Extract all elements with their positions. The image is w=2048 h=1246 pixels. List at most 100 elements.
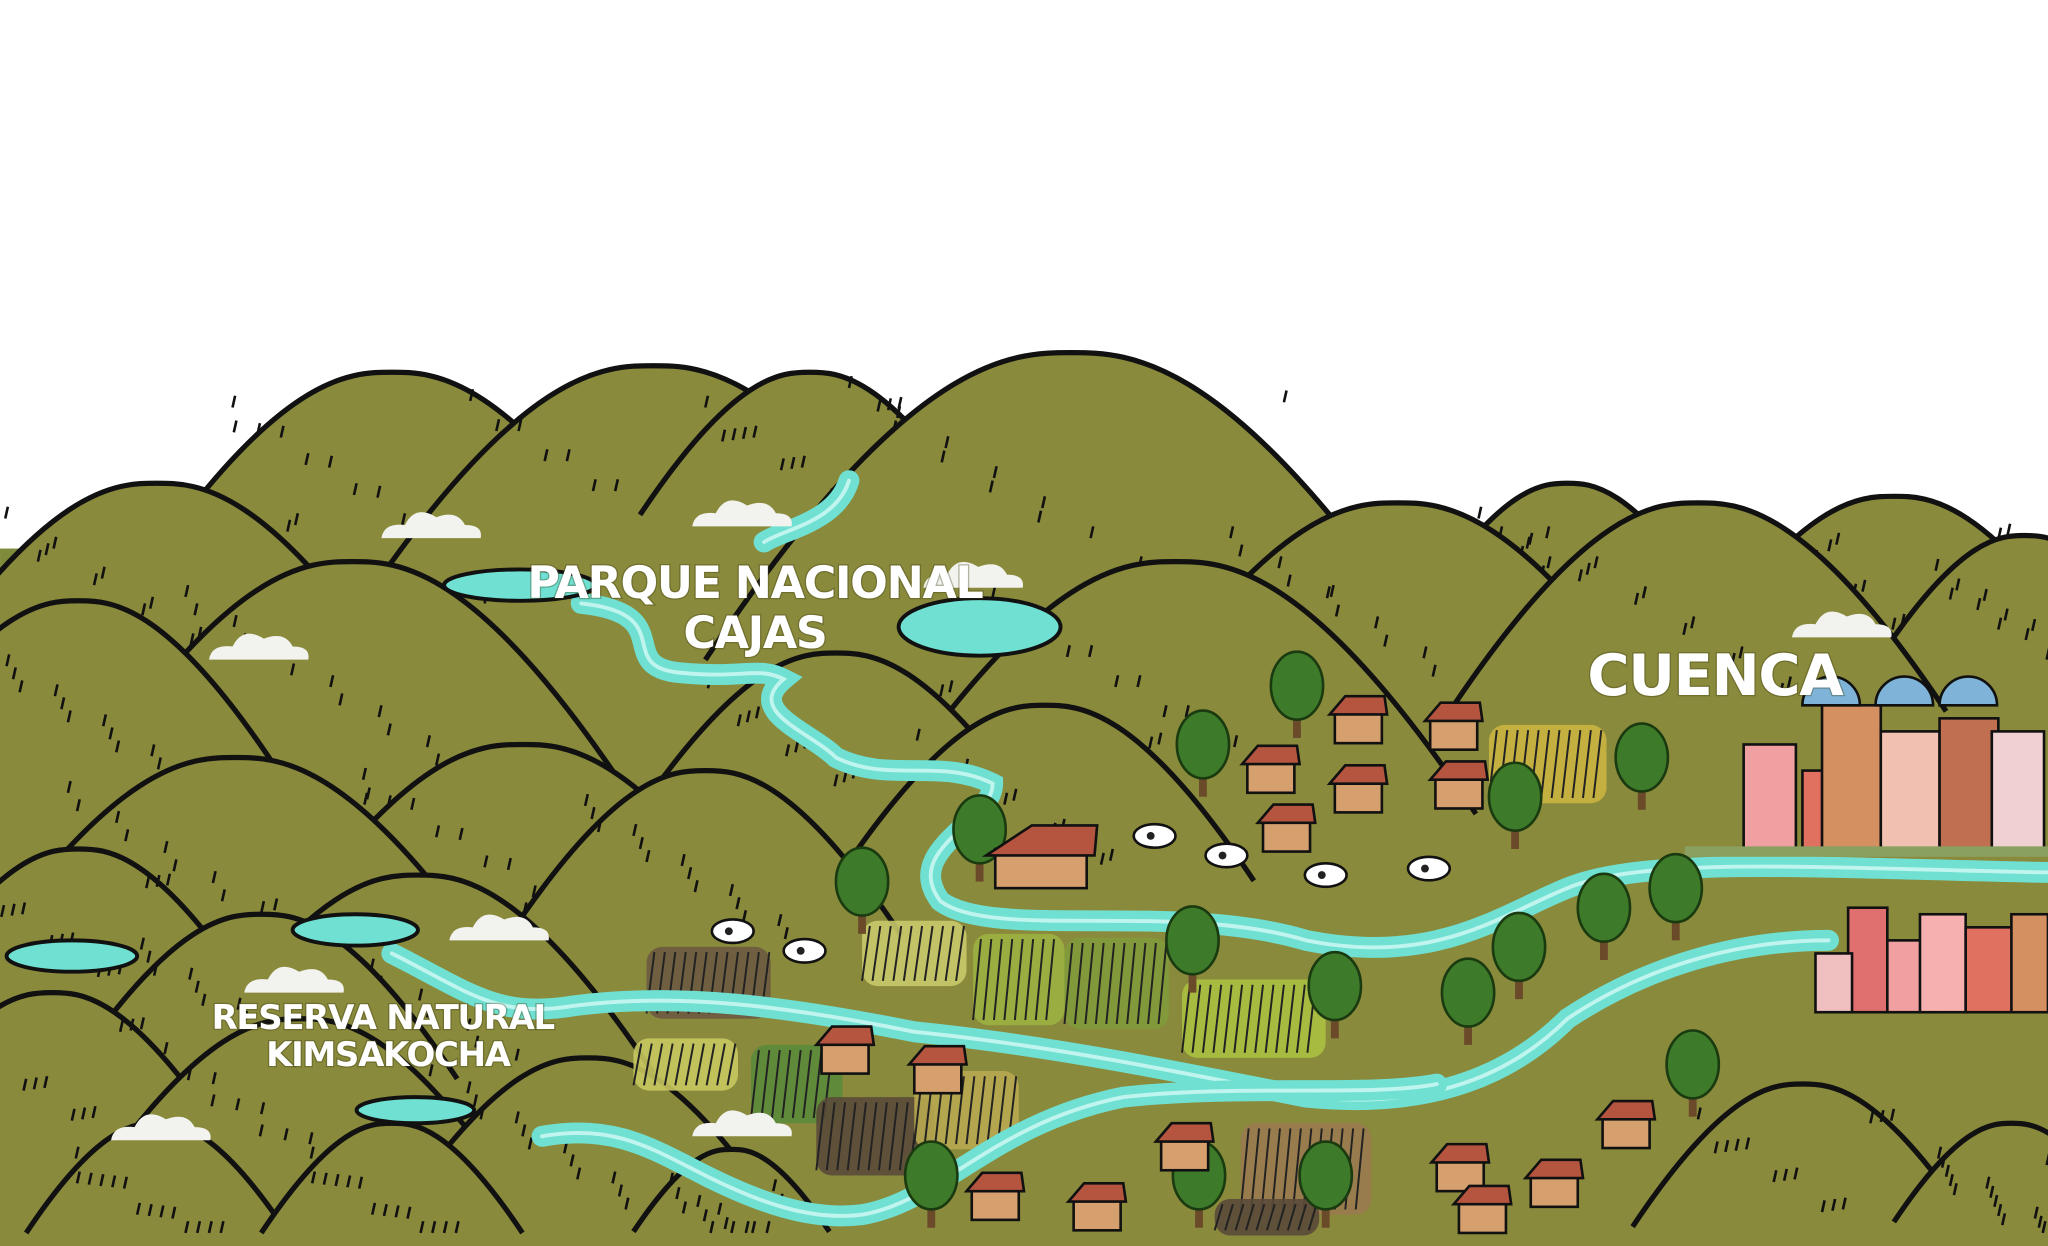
tree bbox=[834, 846, 890, 934]
cloud bbox=[923, 561, 1024, 588]
city-riverbank bbox=[1684, 846, 2048, 857]
field-furrows bbox=[1181, 984, 1317, 1053]
tree-crown bbox=[1440, 957, 1496, 1028]
house bbox=[1594, 1099, 1657, 1150]
house-roof bbox=[1594, 1099, 1657, 1121]
city-building bbox=[1990, 730, 2046, 851]
mountain-ridge bbox=[0, 480, 408, 694]
house bbox=[963, 1171, 1026, 1222]
cloud bbox=[692, 500, 792, 527]
field-patch bbox=[1182, 979, 1326, 1058]
house-roof bbox=[1326, 764, 1389, 785]
city-building bbox=[1918, 912, 1967, 1014]
city-building bbox=[1846, 906, 1889, 1014]
barn bbox=[981, 824, 1099, 890]
cloud bbox=[1791, 611, 1892, 638]
mountain-ridge bbox=[389, 1055, 786, 1224]
house bbox=[1065, 1182, 1128, 1232]
tree-crown bbox=[952, 794, 1008, 865]
mountain-ridge bbox=[0, 598, 277, 767]
tree bbox=[1665, 1029, 1721, 1117]
field bbox=[1213, 1198, 1320, 1236]
city-building bbox=[1938, 717, 2000, 851]
mountains bbox=[0, 350, 2048, 1246]
field bbox=[1181, 979, 1326, 1058]
city-building bbox=[1814, 952, 1854, 1014]
city-building bbox=[2010, 912, 2048, 1014]
mountain-hatching bbox=[3, 506, 300, 676]
house bbox=[1450, 1184, 1513, 1235]
tree-crown bbox=[1487, 761, 1543, 832]
cathedral-dome bbox=[1938, 675, 1999, 707]
house-wall bbox=[1529, 1174, 1580, 1209]
field-patch bbox=[633, 1038, 738, 1091]
map-features bbox=[111, 500, 1892, 1235]
mountain-ridge bbox=[507, 767, 904, 937]
cow bbox=[1132, 822, 1177, 849]
house-wall bbox=[912, 1060, 963, 1095]
field bbox=[972, 933, 1065, 1026]
house-wall bbox=[1333, 779, 1384, 814]
label-kimsakocha-line2: KIMSAKOCHA bbox=[266, 1035, 512, 1075]
tree-crown bbox=[1491, 911, 1547, 983]
cow-spot bbox=[724, 927, 733, 936]
mountain-ridge bbox=[1447, 500, 1949, 713]
cloud bbox=[209, 633, 309, 660]
field-furrows bbox=[632, 1043, 737, 1086]
mountain-ridge bbox=[624, 650, 1048, 831]
field bbox=[1063, 937, 1169, 1030]
house bbox=[1422, 701, 1484, 751]
field-furrows bbox=[1063, 942, 1168, 1025]
mountain-hatching bbox=[1696, 1107, 1896, 1213]
tree bbox=[1614, 722, 1670, 810]
tree-crown bbox=[1648, 852, 1704, 924]
house-roof bbox=[906, 1044, 969, 1066]
city-building bbox=[1742, 743, 1798, 851]
mountain-hatching bbox=[5, 654, 162, 770]
tree bbox=[1491, 911, 1547, 1000]
field-furrows bbox=[750, 1049, 833, 1119]
cow bbox=[782, 937, 827, 964]
label-cuenca: CUENCA bbox=[1587, 642, 1844, 709]
tree-crown bbox=[1165, 905, 1220, 976]
field-furrows bbox=[645, 952, 771, 1014]
house-wall bbox=[1434, 775, 1484, 810]
tree-crown bbox=[903, 1140, 959, 1211]
cow-spot bbox=[1317, 871, 1326, 879]
tree bbox=[903, 1140, 959, 1228]
house-roof bbox=[1153, 1121, 1215, 1143]
mountain-hatching bbox=[1545, 526, 1841, 696]
tree bbox=[952, 794, 1008, 882]
mountain-ridge bbox=[1891, 1120, 2048, 1224]
cathedral-dome bbox=[1874, 675, 1935, 707]
cow-spot bbox=[1218, 851, 1227, 860]
lake bbox=[4, 938, 140, 974]
tree bbox=[1269, 650, 1325, 738]
label-kimsakocha-line1: RESERVA NATURAL bbox=[212, 998, 555, 1038]
house-roof bbox=[1427, 760, 1490, 782]
cow bbox=[710, 918, 755, 945]
house-roof bbox=[963, 1171, 1026, 1193]
field bbox=[861, 920, 967, 987]
house-roof bbox=[1254, 803, 1317, 825]
cow bbox=[1204, 842, 1249, 869]
river-highlight bbox=[540, 1082, 1439, 1218]
cow bbox=[1406, 855, 1452, 882]
tree-crown bbox=[1307, 950, 1363, 1022]
mountain-ridge bbox=[63, 911, 460, 1081]
mountain-hatching bbox=[583, 793, 789, 940]
tree bbox=[1165, 905, 1220, 993]
house-wall bbox=[820, 1040, 870, 1075]
field-furrows bbox=[972, 938, 1056, 1021]
house-wall bbox=[1159, 1137, 1210, 1172]
cloud bbox=[381, 512, 481, 539]
house bbox=[1254, 803, 1317, 853]
mountain-ridge bbox=[1630, 1081, 1975, 1229]
tree-crown bbox=[1269, 650, 1325, 721]
mountain-ridge bbox=[631, 1146, 832, 1234]
house-wall bbox=[1333, 710, 1384, 745]
labels: PARQUE NACIONAL CAJAS CUENCA RESERVA NAT… bbox=[210, 557, 1847, 1076]
rivers-and-lakes bbox=[4, 470, 2048, 1227]
tree bbox=[1576, 872, 1632, 960]
